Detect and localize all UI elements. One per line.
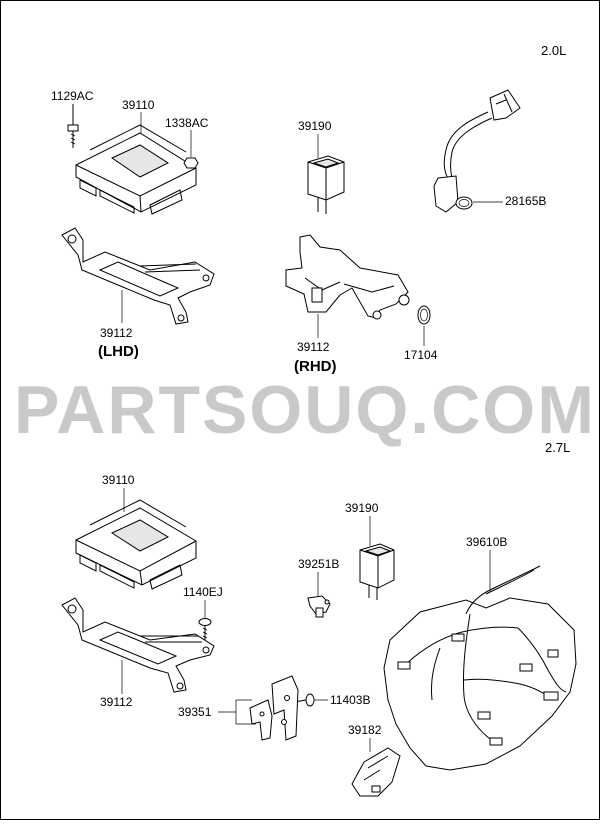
- label-39610b: 39610B: [466, 535, 507, 549]
- label-lhd: (LHD): [98, 343, 139, 360]
- bracket-39112-lhd[interactable]: [61, 227, 215, 325]
- label-1140ej: 1140EJ: [183, 585, 223, 599]
- bracket-39112-2-7l[interactable]: [61, 597, 215, 693]
- label-39110-2-0l: 39110: [122, 98, 155, 112]
- ecm-39110-2-0l[interactable]: [75, 124, 197, 215]
- cover-39182[interactable]: [351, 747, 401, 797]
- bolt-1129ac[interactable]: [67, 104, 79, 148]
- oring-17104[interactable]: [417, 305, 431, 325]
- label-rhd: (RHD): [294, 358, 337, 375]
- bracket-39112-rhd[interactable]: [285, 234, 410, 320]
- label-11403b: 11403B: [330, 693, 370, 707]
- label-1129ac: 1129AC: [51, 89, 94, 103]
- label-39351: 39351: [178, 705, 212, 719]
- label-39182: 39182: [348, 723, 382, 737]
- bolt-1140ej[interactable]: [198, 618, 212, 643]
- label-1338ac: 1338AC: [165, 116, 209, 130]
- label-39190-2-0l: 39190: [298, 119, 332, 133]
- clip-39251b[interactable]: [307, 595, 331, 618]
- label-39251b: 39251B: [298, 557, 339, 571]
- label-17104: 17104: [404, 348, 438, 362]
- label-39112-lhd: 39112: [100, 326, 133, 340]
- sensor-28165b[interactable]: [433, 89, 521, 213]
- nut-1338ac[interactable]: [183, 157, 199, 169]
- engine-label-2-0l: 2.0L: [541, 43, 566, 58]
- label-28165b: 28165B: [505, 194, 546, 208]
- harness-39610b[interactable]: [383, 565, 577, 771]
- ecm-39110-2-7l[interactable]: [75, 499, 197, 590]
- label-39190-2-7l: 39190: [345, 501, 379, 515]
- watermark: PARTSOUQ.COM: [14, 372, 596, 448]
- label-39110-2-7l: 39110: [102, 473, 135, 487]
- relay-39190-2-0l[interactable]: [307, 155, 345, 214]
- relay-39190-2-7l[interactable]: [359, 543, 395, 600]
- label-39112-2-7l: 39112: [100, 695, 133, 709]
- label-39112-rhd: 39112: [297, 340, 330, 354]
- bracket-39351[interactable]: [249, 675, 299, 741]
- engine-label-2-7l: 2.7L: [545, 440, 570, 455]
